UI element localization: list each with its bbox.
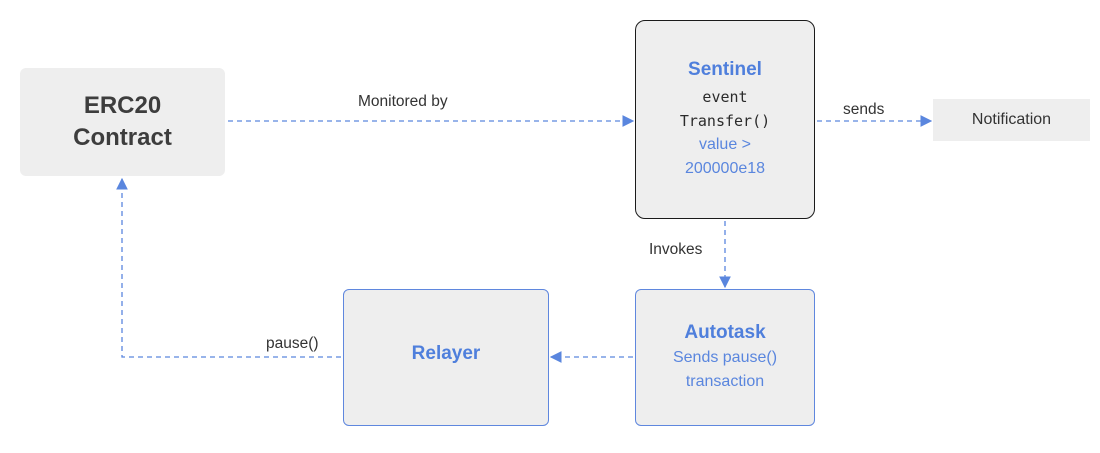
autotask-title: Autotask [684, 321, 766, 343]
notification-node: Notification [933, 99, 1090, 141]
autotask-desc-line2: transaction [685, 372, 765, 390]
sentinel-node: Sentinel event Transfer() value > 200000… [635, 20, 815, 219]
edge-label-invokes: Invokes [649, 241, 703, 258]
sentinel-title: Sentinel [688, 58, 762, 80]
erc20-contract-node: ERC20 Contract [20, 68, 225, 176]
erc20-title-line2: Contract [73, 124, 172, 151]
edge-label-sends: sends [843, 101, 885, 118]
sentinel-condition-line1: value > [698, 135, 752, 153]
sentinel-condition-line2: 200000e18 [684, 159, 766, 177]
edge-label-monitored-by: Monitored by [358, 93, 448, 110]
autotask-node: Autotask Sends pause() transaction [635, 289, 815, 426]
sentinel-code-line1: event [702, 87, 748, 106]
autotask-desc-line1: Sends pause() [672, 348, 778, 366]
sentinel-code-line2: Transfer() [679, 111, 771, 130]
edge-label-pause: pause() [266, 335, 319, 352]
relayer-node: Relayer [343, 289, 549, 426]
edge-pause [116, 177, 341, 358]
relayer-title: Relayer [411, 342, 481, 364]
notification-label: Notification [971, 111, 1052, 128]
erc20-title-line1: ERC20 [83, 92, 162, 119]
